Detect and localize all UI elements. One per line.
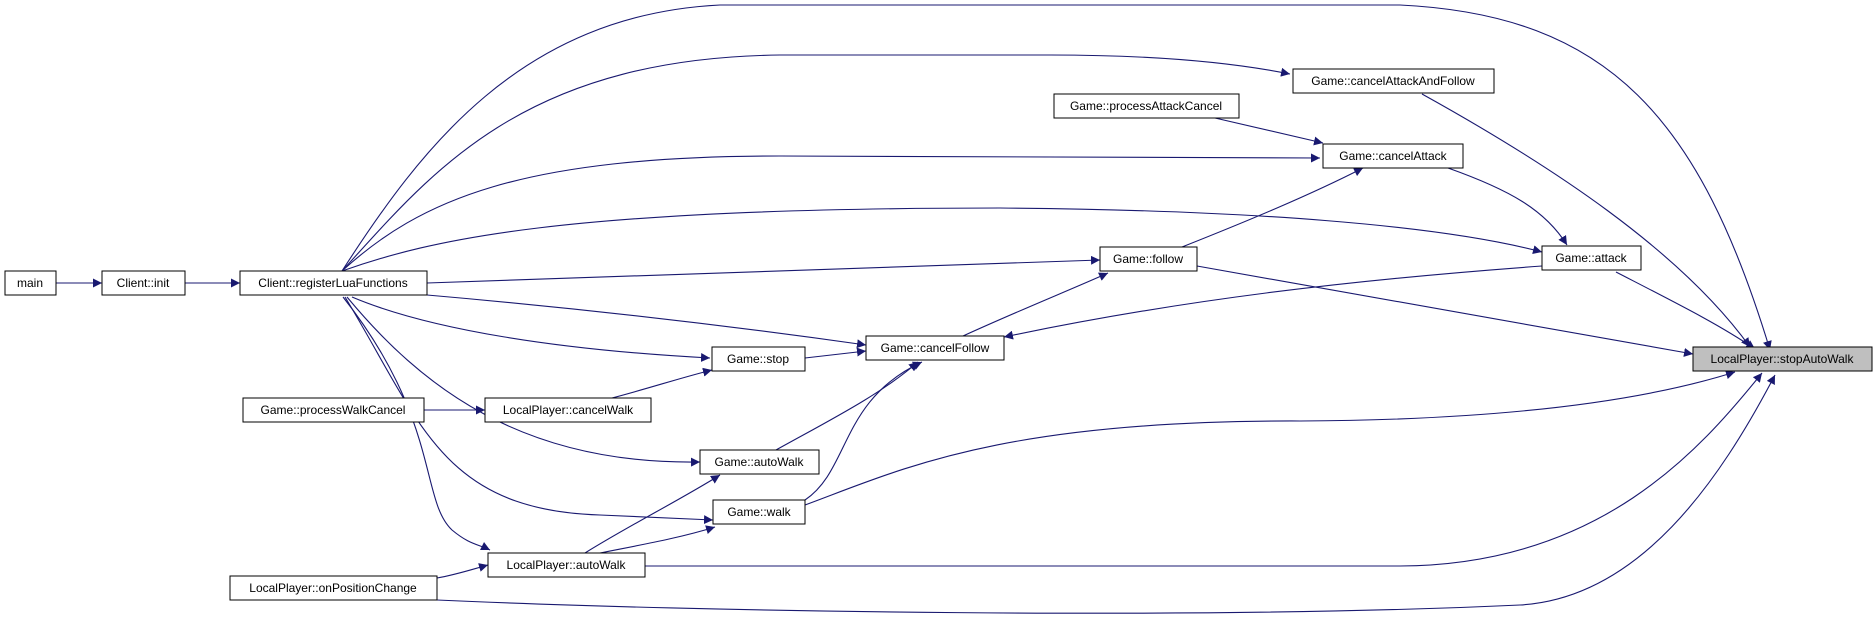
edge-register-lua-to-follow — [426, 255, 1101, 284]
node-local-player-on-position-change[interactable]: LocalPlayer::onPositionChange — [229, 575, 438, 601]
node-game-process-attack-cancel[interactable]: Game::processAttackCancel — [1053, 93, 1240, 119]
edge-follow-to-stop-auto-walk — [1196, 265, 1694, 357]
node-label: Game::processWalkCancel — [261, 403, 406, 417]
edge-lp-auto-walk-to-game-walk — [599, 525, 716, 554]
edges — [56, 4, 1776, 614]
node-label: Game::walk — [727, 505, 791, 519]
node-label: main — [17, 276, 43, 290]
node-game-process-walk-cancel[interactable]: Game::processWalkCancel — [242, 397, 425, 423]
node-game-attack[interactable]: Game::attack — [1541, 245, 1642, 271]
edge-attack-to-cancel-follow — [1003, 265, 1543, 340]
node-label: Game::cancelAttackAndFollow — [1311, 74, 1475, 88]
node-label: LocalPlayer::stopAutoWalk — [1711, 352, 1855, 366]
node-local-player-cancel-walk[interactable]: LocalPlayer::cancelWalk — [484, 397, 652, 423]
edge-game-walk-to-stop-auto-walk — [804, 370, 1736, 506]
node-main[interactable]: main — [4, 270, 57, 296]
edge-register-lua-to-lp-auto-walk — [342, 296, 491, 551]
node-game-auto-walk[interactable]: Game::autoWalk — [699, 449, 820, 475]
node-label: Client::init — [117, 276, 170, 290]
node-game-cancel-attack-and-follow[interactable]: Game::cancelAttackAndFollow — [1292, 68, 1495, 94]
node-label: Game::attack — [1555, 251, 1627, 265]
edge-game-auto-walk-to-cancel-follow — [775, 361, 919, 451]
nodes: main Client::init Client::registerLuaFun… — [4, 68, 1873, 601]
edge-register-lua-to-cancel-follow — [426, 294, 867, 349]
node-label: Game::cancelFollow — [881, 341, 990, 355]
node-game-stop[interactable]: Game::stop — [711, 346, 806, 372]
node-game-cancel-follow[interactable]: Game::cancelFollow — [865, 335, 1005, 361]
edge-on-position-change-to-lp-auto-walk — [436, 563, 489, 579]
node-label: LocalPlayer::autoWalk — [507, 558, 627, 572]
node-label: LocalPlayer::cancelWalk — [503, 403, 634, 417]
edge-on-position-change-to-stop-auto-walk — [436, 374, 1776, 614]
edge-game-walk-to-cancel-follow — [804, 361, 923, 501]
edge-cancel-attack-and-follow-to-stop-auto-walk — [1421, 93, 1751, 348]
edge-register-lua-to-game-auto-walk — [346, 296, 701, 467]
edge-lp-auto-walk-to-stop-auto-walk — [645, 372, 1763, 567]
edge-process-attack-cancel-to-cancel-attack — [1214, 117, 1324, 146]
node-label: Game::follow — [1113, 252, 1183, 266]
node-game-follow[interactable]: Game::follow — [1099, 246, 1198, 272]
node-label: Game::autoWalk — [715, 455, 805, 469]
node-label: LocalPlayer::onPositionChange — [249, 581, 417, 595]
edge-register-lua-to-stop-auto-walk — [341, 4, 1772, 351]
edge-follow-to-cancel-attack — [1181, 167, 1364, 248]
node-label: Game::cancelAttack — [1339, 149, 1447, 163]
node-local-player-auto-walk[interactable]: LocalPlayer::autoWalk — [487, 552, 646, 578]
edge-register-lua-to-attack — [341, 207, 1543, 272]
edge-lp-cancel-walk-to-game-stop — [611, 367, 713, 399]
edge-game-stop-to-cancel-follow — [804, 347, 867, 359]
edge-attack-to-cancel-attack — [1447, 167, 1568, 246]
node-label: Client::registerLuaFunctions — [258, 276, 407, 290]
edge-lp-auto-walk-to-game-auto-walk — [584, 474, 721, 554]
node-label: Game::stop — [727, 352, 789, 366]
edge-register-lua-to-cancel-attack-and-follow — [341, 54, 1291, 272]
node-client-init[interactable]: Client::init — [101, 270, 186, 296]
edge-register-lua-to-cancel-attack — [341, 153, 1321, 272]
node-client-register-lua-functions[interactable]: Client::registerLuaFunctions — [239, 270, 428, 296]
edge-register-lua-to-game-stop — [351, 296, 711, 363]
edge-cancel-follow-to-follow — [962, 272, 1109, 337]
edge-attack-to-stop-auto-walk — [1615, 271, 1756, 350]
node-local-player-stop-auto-walk[interactable]: LocalPlayer::stopAutoWalk — [1692, 346, 1873, 372]
node-label: Game::processAttackCancel — [1070, 99, 1222, 113]
edge-register-lua-to-game-walk — [344, 296, 714, 525]
node-game-walk[interactable]: Game::walk — [712, 499, 806, 525]
node-game-cancel-attack[interactable]: Game::cancelAttack — [1322, 143, 1464, 169]
